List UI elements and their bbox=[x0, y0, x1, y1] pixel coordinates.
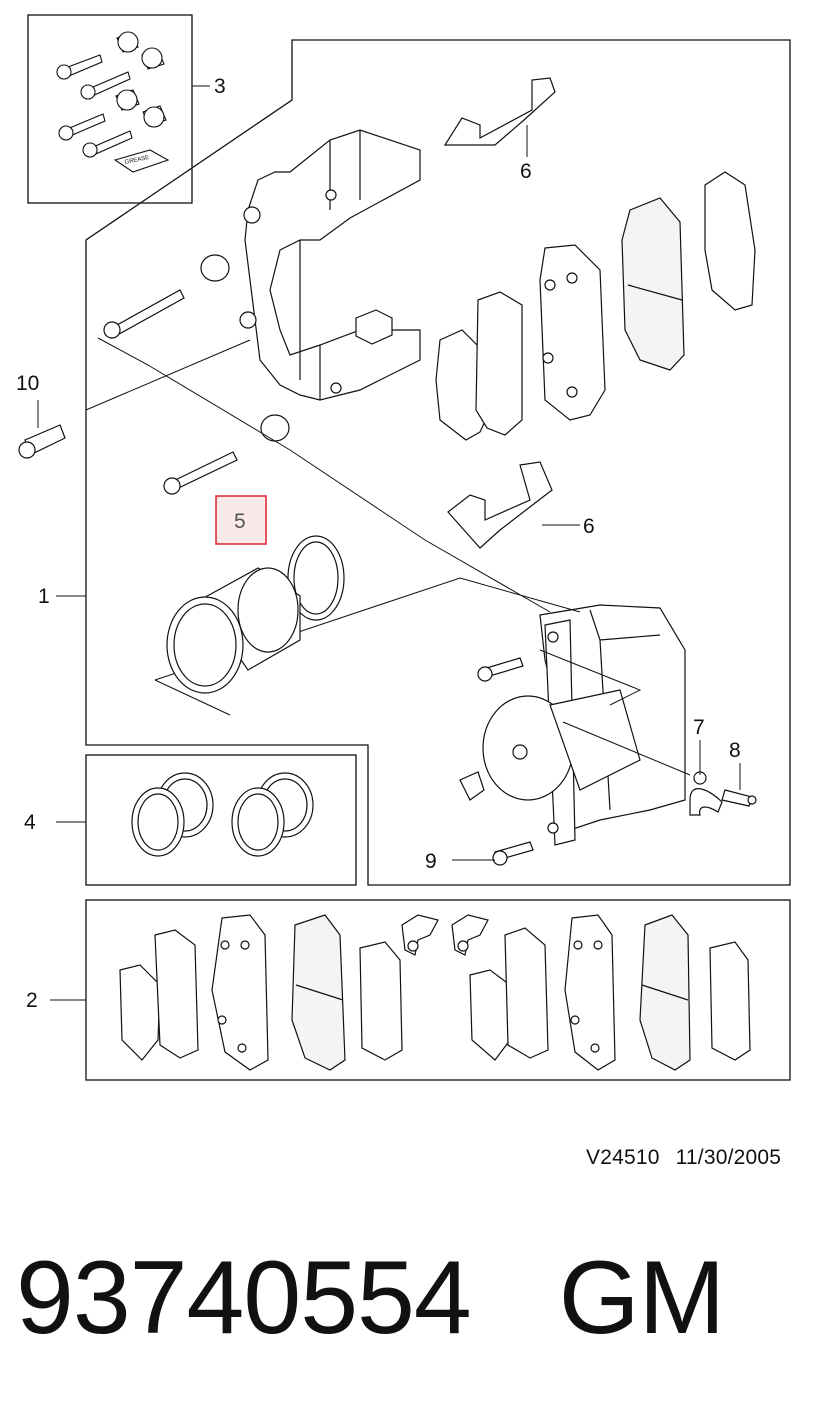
callout-9: 9 bbox=[425, 850, 437, 873]
callout-4: 4 bbox=[24, 811, 36, 834]
drawing-stamp: V24510 11/30/2005 bbox=[586, 1146, 781, 1170]
caliper-housing bbox=[482, 604, 686, 846]
callout-3: 3 bbox=[214, 75, 226, 98]
part-number: 93740554 bbox=[16, 1240, 472, 1356]
callout-1: 1 bbox=[38, 585, 50, 608]
box-pad-set bbox=[85, 899, 791, 1081]
bolts bbox=[18, 254, 534, 866]
brake-pads-main bbox=[435, 171, 756, 441]
part-brand: GM bbox=[558, 1240, 726, 1356]
callout-2: 2 bbox=[26, 989, 38, 1012]
drawing-code: V24510 bbox=[586, 1146, 660, 1169]
callout-8: 8 bbox=[729, 739, 741, 762]
grease-packet-icon bbox=[113, 149, 170, 173]
caliper-bracket bbox=[239, 129, 421, 401]
box-guide-pin-kit bbox=[27, 14, 193, 204]
anti-rattle-clips bbox=[443, 77, 556, 549]
guide-pin-kit-parts bbox=[56, 31, 170, 173]
drawing-date: 11/30/2005 bbox=[675, 1146, 782, 1169]
piston-assembly bbox=[166, 535, 345, 694]
pad-set-parts bbox=[119, 914, 751, 1071]
box-seal-kit bbox=[85, 754, 357, 886]
callout-6-bottom: 6 bbox=[583, 515, 595, 538]
callout-10: 10 bbox=[16, 372, 39, 395]
box-caliper-assembly bbox=[85, 39, 791, 886]
callout-leaders bbox=[37, 85, 741, 1001]
callout-7: 7 bbox=[693, 716, 705, 739]
callout-5: 5 bbox=[234, 510, 246, 533]
highlight-callout-5 bbox=[215, 495, 267, 545]
callout-6-top: 6 bbox=[520, 160, 532, 183]
grease-packet-label: GREASE bbox=[124, 155, 150, 166]
seal-kit-parts bbox=[131, 772, 314, 857]
bleeder-and-fitting bbox=[689, 771, 757, 816]
